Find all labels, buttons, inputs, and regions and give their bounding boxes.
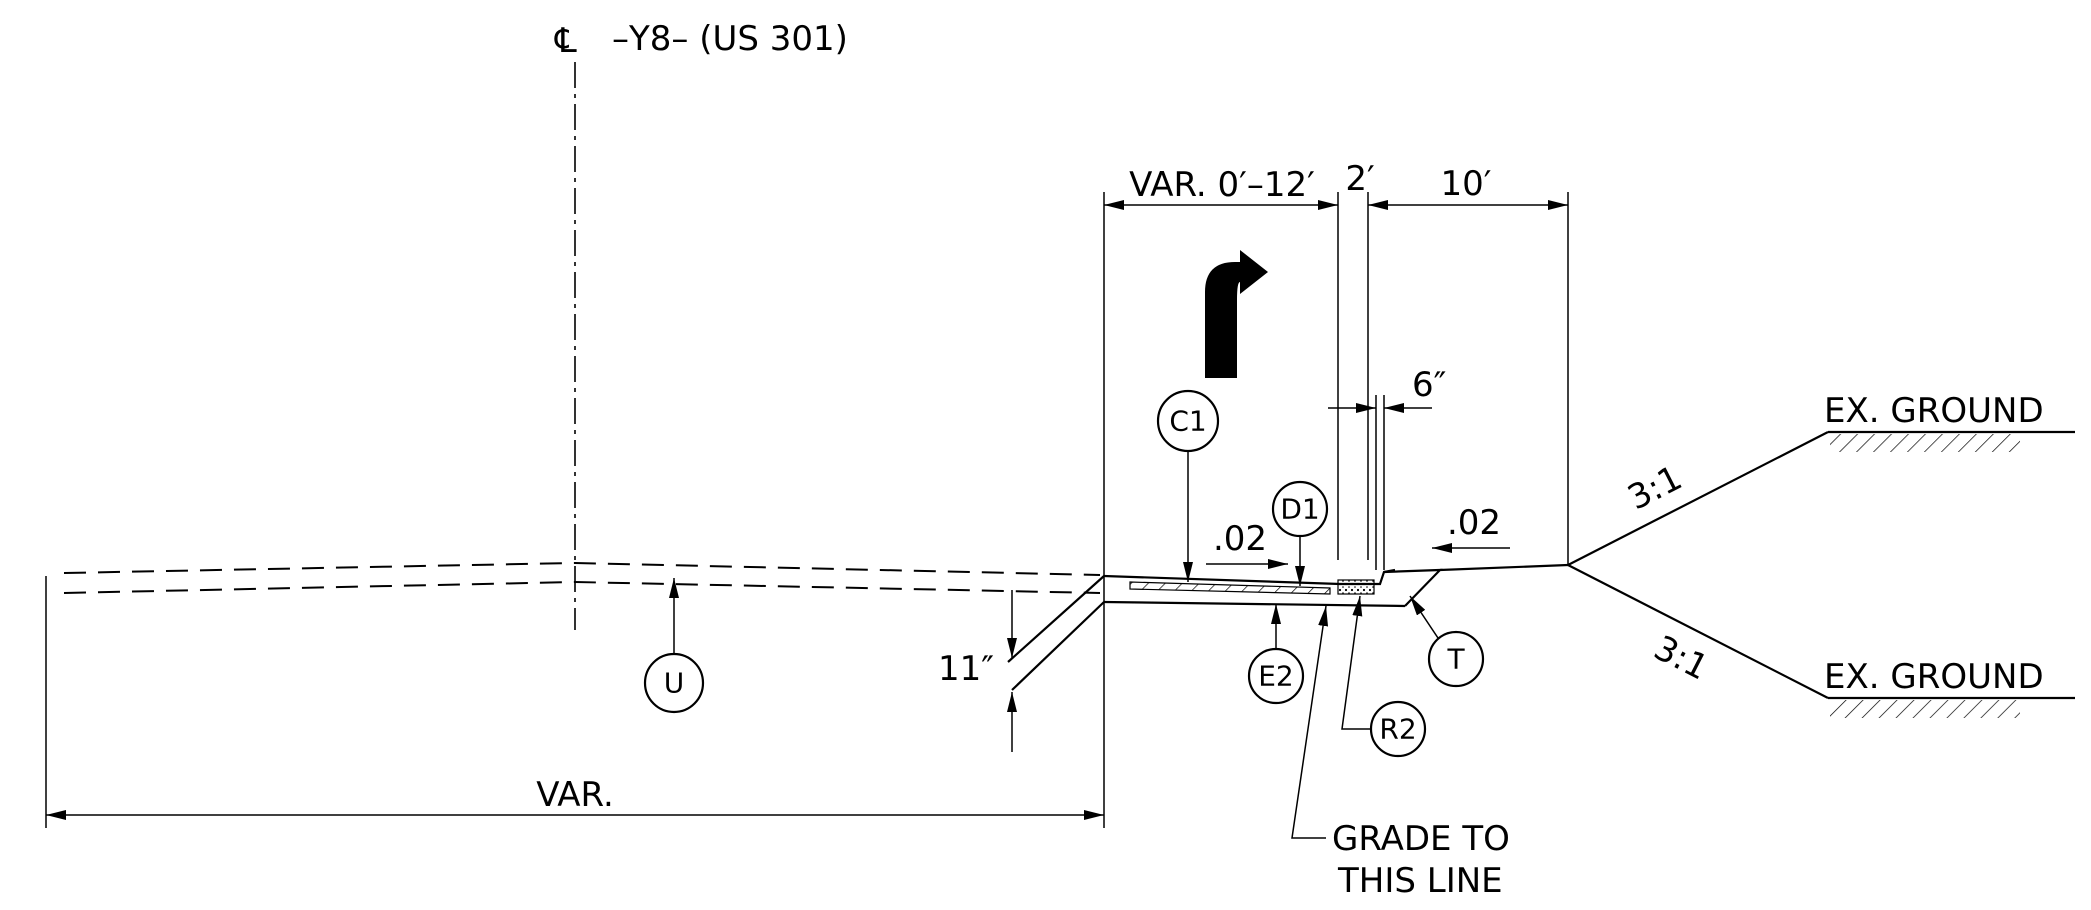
eleven-in-label: 11″ <box>938 649 994 689</box>
existing-ground-lower: EX. GROUND <box>1824 657 2075 718</box>
dimension-var-bottom: VAR. <box>46 775 1104 820</box>
callout-t-label: T <box>1446 643 1465 676</box>
centerline-label: –Y8– (US 301) <box>612 19 848 59</box>
callout-e2: E2 <box>1247 604 1305 705</box>
existing-roadway <box>45 561 1101 828</box>
centerline: ℄ –Y8– (US 301) <box>554 19 848 630</box>
dimension-six-in: 6″ <box>1328 365 1446 413</box>
cross-slope-right: .02 <box>1432 503 1510 553</box>
callout-c1: C1 <box>1156 389 1220 582</box>
six-in-label: 6″ <box>1412 365 1446 405</box>
dimension-two-ft: 2′ <box>1345 159 1374 199</box>
callout-u: U <box>643 578 705 714</box>
cross-slope-left-label: .02 <box>1213 519 1267 559</box>
grade-note-line-1: GRADE TO <box>1332 819 1510 859</box>
callout-r2-label: R2 <box>1379 713 1416 746</box>
existing-ground-upper: EX. GROUND <box>1824 391 2075 452</box>
callout-c1-label: C1 <box>1169 405 1206 438</box>
pavement-section <box>1007 568 1443 691</box>
callout-d1-label: D1 <box>1280 493 1319 526</box>
dimension-ten-ft: 10′ <box>1368 164 1568 210</box>
ground-upper-label: EX. GROUND <box>1824 391 2044 431</box>
fill-slope-lower-label: 3:1 <box>1648 628 1715 688</box>
grade-note-line-2: THIS LINE <box>1337 861 1503 901</box>
callout-u-label: U <box>664 667 685 700</box>
var-bottom-label: VAR. <box>536 775 614 815</box>
centerline-symbol: ℄ <box>554 21 577 61</box>
ground-lower-label: EX. GROUND <box>1824 657 2044 697</box>
callout-r2: R2 <box>1341 595 1427 758</box>
grade-note: GRADE TO THIS LINE <box>1291 605 1510 901</box>
callout-d1: D1 <box>1271 480 1329 586</box>
ten-ft-label: 10′ <box>1441 164 1492 204</box>
turn-lane-arrow-icon <box>1205 250 1268 378</box>
two-ft-label: 2′ <box>1345 159 1374 199</box>
var-width-label: VAR. 0′–12′ <box>1129 165 1315 205</box>
dimension-var-width: VAR. 0′–12′ <box>1104 165 1338 210</box>
fill-slopes: 3:1 3:1 <box>1439 431 1829 699</box>
extension-lines <box>1103 192 1569 828</box>
cross-slope-right-label: .02 <box>1447 503 1501 543</box>
cross-slope-left: .02 <box>1206 519 1288 569</box>
dimension-eleven-in: 11″ <box>938 590 1017 752</box>
callout-t: T <box>1409 595 1485 688</box>
callout-e2-label: E2 <box>1258 660 1294 693</box>
